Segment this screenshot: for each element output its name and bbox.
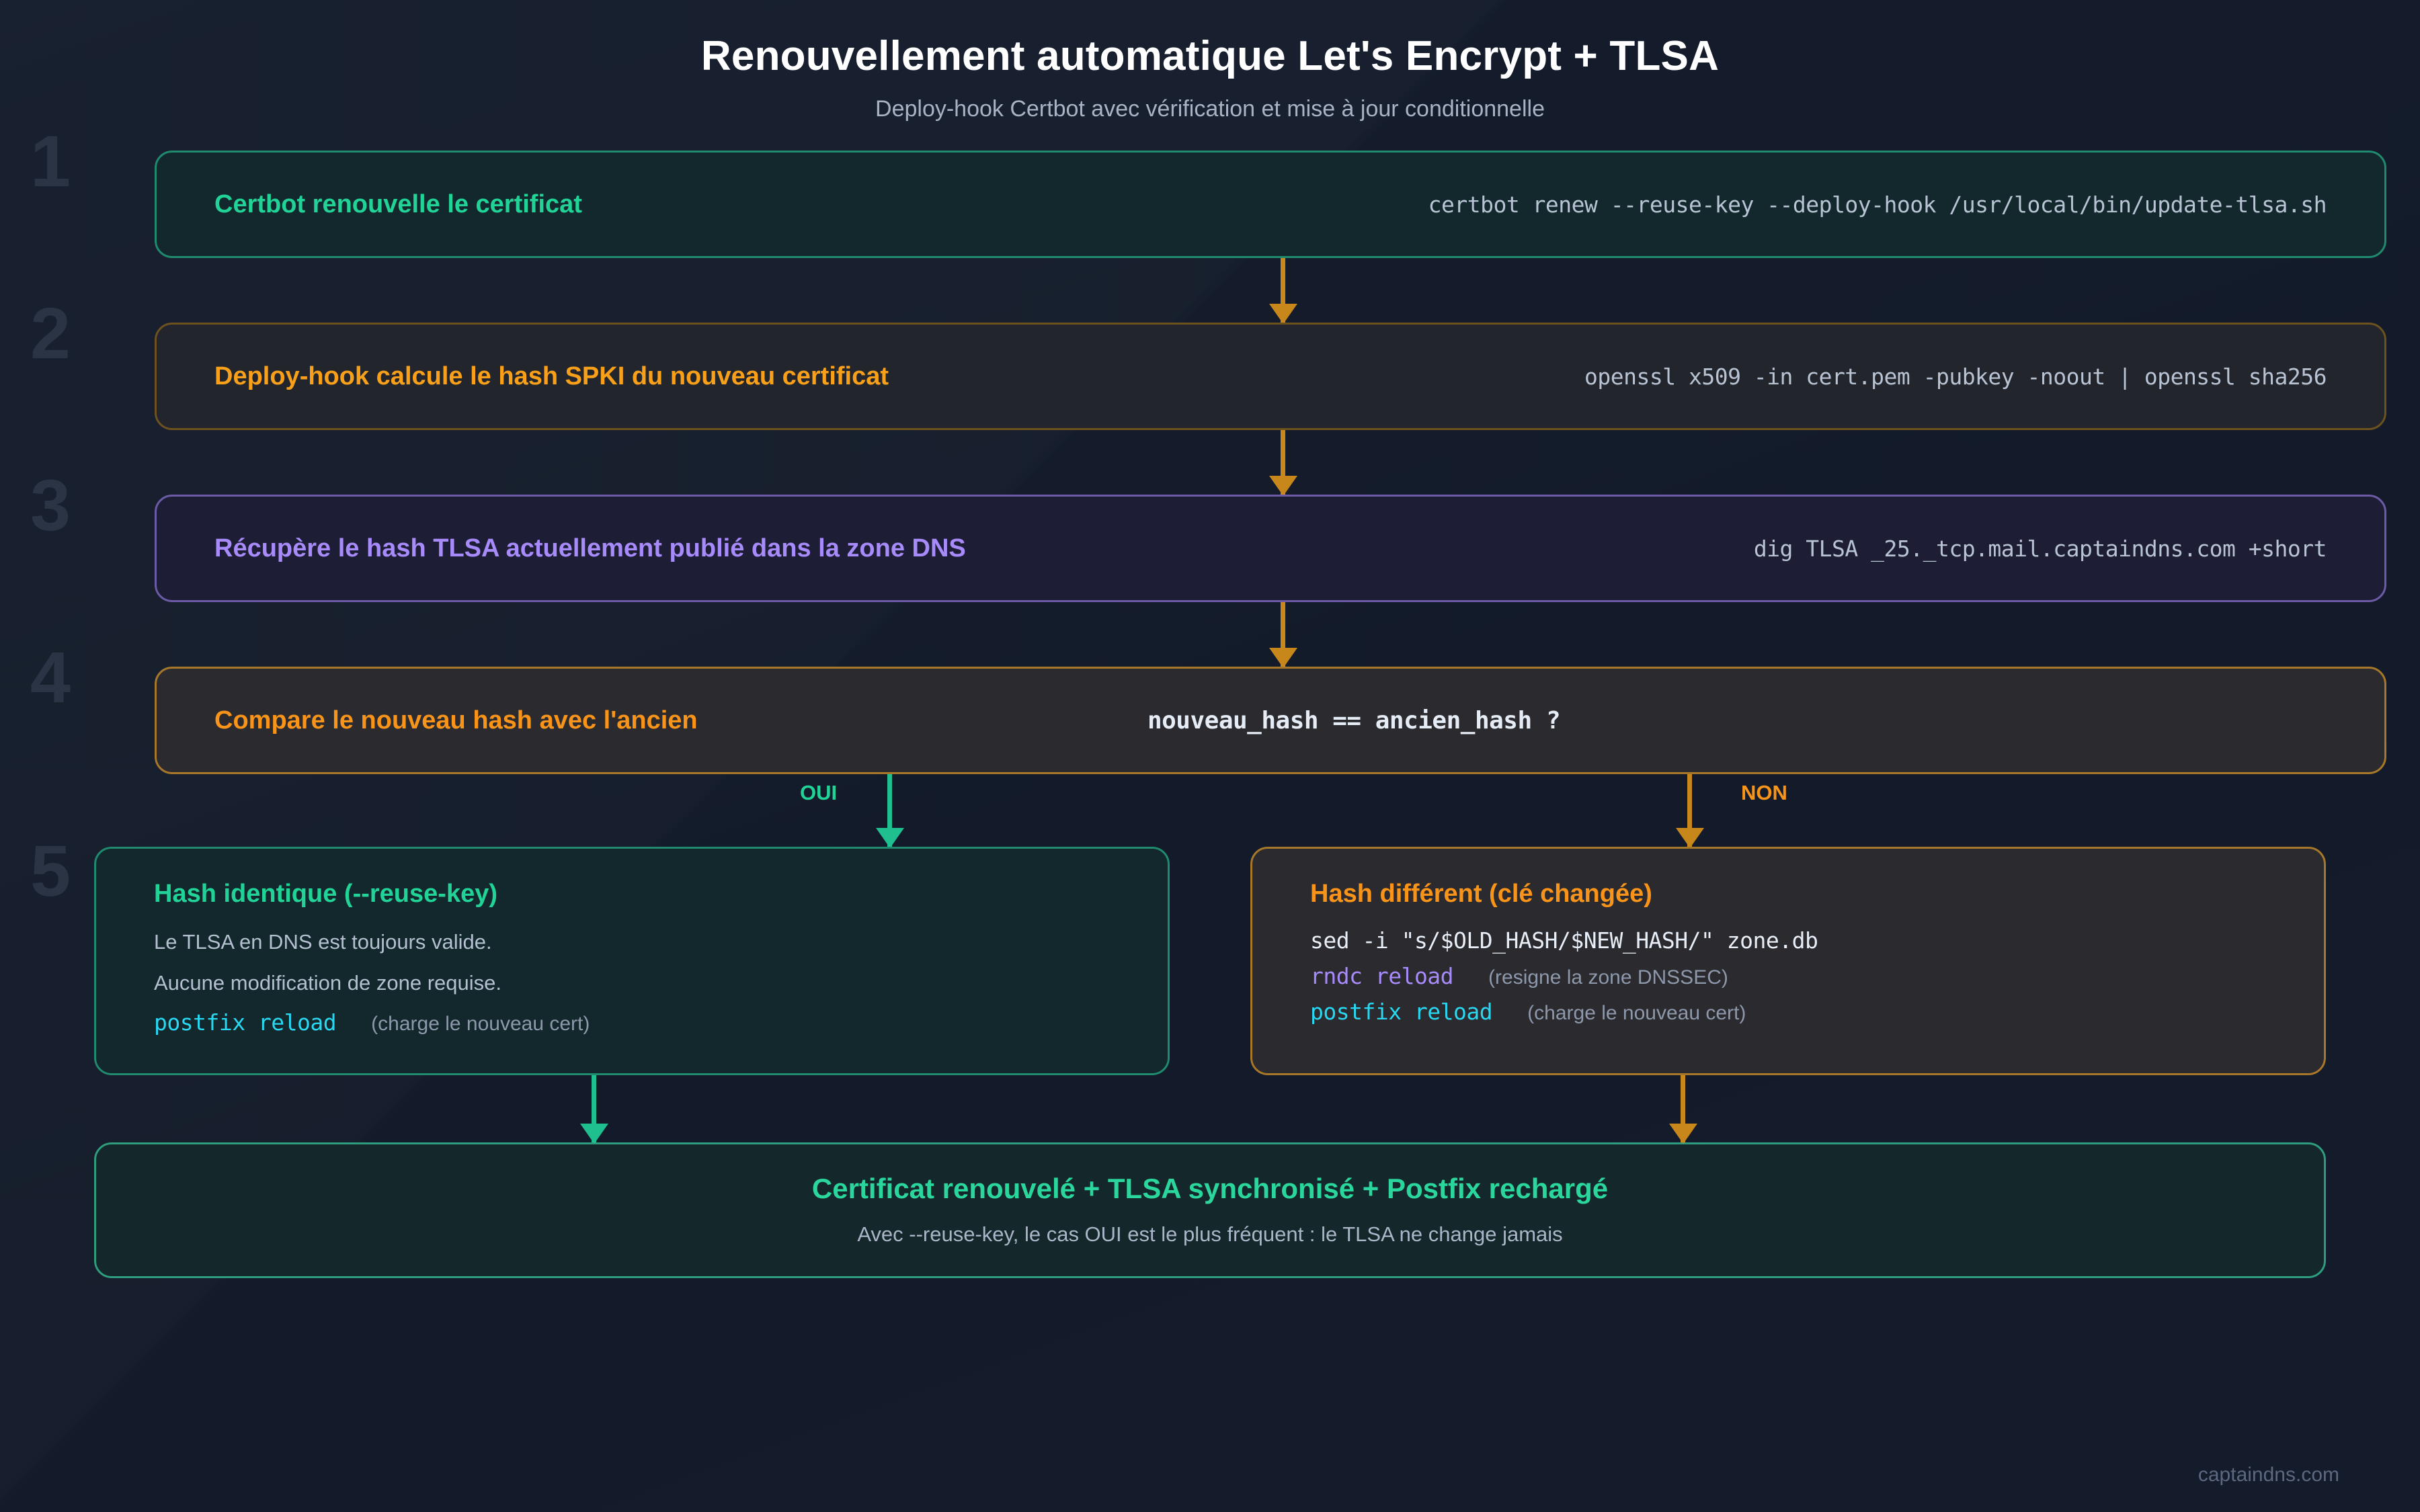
step-box-certbot-renew[interactable]: Certbot renouvelle le certificat certbot…	[155, 151, 2386, 259]
branch-no-command-row-1: sed -i "s/$OLD_HASH/$NEW_HASH/" zone.db	[1310, 927, 2266, 954]
step-4: 4 Compare le nouveau hash avec l'ancien …	[30, 641, 2386, 775]
step-box-compute-spki-hash[interactable]: Deploy-hook calcule le hash SPKI du nouv…	[155, 323, 2386, 431]
step-number-3: 3	[30, 464, 71, 546]
step-number-4: 4	[30, 636, 71, 718]
branch-yes-line-1: Le TLSA en DNS est toujours valide.	[154, 930, 492, 954]
branch-connectors: OUI NON	[155, 774, 2386, 847]
command-sed-replace-hash: sed -i "s/$OLD_HASH/$NEW_HASH/" zone.db	[1310, 927, 1818, 954]
branch-no-command-row-2: rndc reload (resigne la zone DNSSEC)	[1310, 963, 2266, 989]
arrow-down-yes-icon	[887, 774, 892, 847]
page-title: Renouvellement automatique Let's Encrypt…	[700, 33, 1720, 79]
final-title: Certificat renouvelé + TLSA synchronisé …	[811, 1173, 1609, 1205]
step-2-label: Deploy-hook calcule le hash SPKI du nouv…	[214, 362, 889, 390]
step-box-compare-hashes[interactable]: Compare le nouveau hash avec l'ancien no…	[155, 667, 2386, 775]
arrow-down-no-icon	[1687, 774, 1692, 847]
step-number-1: 1	[30, 120, 71, 202]
step-4-condition: nouveau_hash == ancien_hash ?	[1147, 706, 1561, 734]
connector-3-to-4	[155, 602, 2386, 667]
branch-yes-line-2: Aucune modification de zone requise.	[154, 971, 501, 995]
step-4-label: Compare le nouveau hash avec l'ancien	[214, 706, 698, 734]
command-postfix-reload: postfix reload	[154, 1009, 337, 1036]
branch-yes-command-row: postfix reload (charge le nouveau cert)	[154, 1009, 1110, 1036]
branch-label-no: NON	[1741, 781, 1787, 805]
branch-box-hash-identical[interactable]: Hash identique (--reuse-key) Le TLSA en …	[94, 847, 1170, 1076]
step-5: 5 Hash identique (--reuse-key) Le TLSA e…	[30, 835, 2326, 1076]
branch-no-command-row-3: postfix reload (charge le nouveau cert)	[1310, 999, 2266, 1025]
diagram-header: Renouvellement automatique Let's Encrypt…	[0, 0, 2420, 122]
command-note: (charge le nouveau cert)	[1527, 1002, 1746, 1025]
step-1-command: certbot renew --reuse-key --deploy-hook …	[1428, 191, 2327, 218]
step-number-5: 5	[30, 830, 71, 912]
branch-yes-title: Hash identique (--reuse-key)	[154, 880, 497, 909]
step-3-command: dig TLSA _25._tcp.mail.captaindns.com +s…	[1753, 535, 2327, 562]
command-rndc-reload: rndc reload	[1310, 963, 1454, 990]
merge-connectors	[94, 1075, 2326, 1143]
step-3-label: Récupère le hash TLSA actuellement publi…	[214, 534, 966, 562]
arrow-down-icon	[1281, 430, 1285, 495]
connector-2-to-3	[155, 430, 2386, 495]
command-postfix-reload: postfix reload	[1310, 999, 1493, 1025]
arrow-merge-yes-icon	[592, 1075, 596, 1143]
step-3: 3 Récupère le hash TLSA actuellement pub…	[30, 469, 2386, 603]
arrow-down-icon	[1281, 602, 1285, 667]
command-note: (charge le nouveau cert)	[371, 1013, 590, 1036]
step-1-label: Certbot renouvelle le certificat	[214, 190, 582, 218]
step-2-command: openssl x509 -in cert.pem -pubkey -noout…	[1584, 363, 2327, 390]
step-box-fetch-published-tlsa[interactable]: Récupère le hash TLSA actuellement publi…	[155, 495, 2386, 603]
branch-row: Hash identique (--reuse-key) Le TLSA en …	[94, 847, 2326, 1076]
step-number-2: 2	[30, 292, 71, 374]
branch-no-title: Hash différent (clé changée)	[1310, 880, 1652, 909]
watermark: captaindns.com	[2197, 1464, 2339, 1486]
flow-container: 1 Certbot renouvelle le certificat certb…	[30, 122, 2386, 1279]
branch-box-hash-different[interactable]: Hash différent (clé changée) sed -i "s/$…	[1250, 847, 2326, 1076]
final-result-box[interactable]: Certificat renouvelé + TLSA synchronisé …	[94, 1142, 2326, 1279]
page-subtitle: Deploy-hook Certbot avec vérification et…	[875, 96, 1545, 122]
step-1: 1 Certbot renouvelle le certificat certb…	[30, 125, 2386, 259]
connector-1-to-2	[155, 258, 2386, 323]
arrow-down-icon	[1281, 258, 1285, 323]
final-subtitle: Avec --reuse-key, le cas OUI est le plus…	[857, 1222, 1563, 1247]
command-note: (resigne la zone DNSSEC)	[1488, 966, 1728, 989]
step-2: 2 Deploy-hook calcule le hash SPKI du no…	[30, 297, 2386, 431]
arrow-merge-no-icon	[1681, 1075, 1685, 1143]
branch-label-yes: OUI	[800, 781, 838, 805]
